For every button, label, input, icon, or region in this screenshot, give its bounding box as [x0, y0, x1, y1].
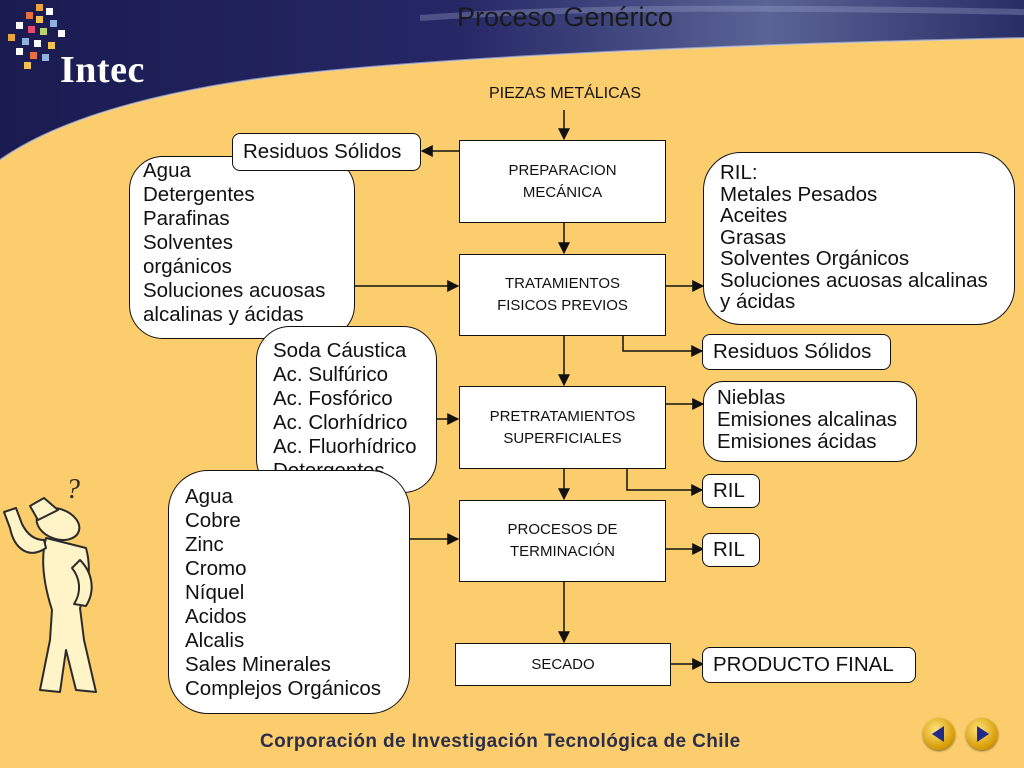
output-ril: RIL	[702, 474, 760, 508]
output-ril: RIL	[702, 533, 760, 567]
step-tratamientos-fisicos: TRATAMIENTOS FISICOS PREVIOS	[459, 254, 666, 336]
step-preparacion-mecanica: PREPARACION MECÁNICA	[459, 140, 666, 223]
step-label-line: SUPERFICIALES	[503, 429, 622, 447]
output-emisiones: Nieblas Emisiones alcalinas Emisiones ác…	[703, 381, 917, 462]
step-label-line: MECÁNICA	[522, 183, 603, 201]
inputs-pretratamiento: Soda Cáustica Ac. Sulfúrico Ac. Fosfóric…	[256, 326, 437, 493]
triangle-right-icon	[977, 726, 989, 742]
step-label-line: TERMINACIÓN	[510, 543, 615, 560]
step-label-line: PROCESOS DE	[507, 521, 618, 538]
thinking-figure-icon	[3, 497, 97, 693]
step-label-line: PRETRATAMIENTOS	[489, 407, 636, 425]
step-procesos-terminacion: PROCESOS DE TERMINACIÓN	[459, 500, 666, 582]
inputs-limpieza: Agua Detergentes Parafinas Solventes org…	[129, 156, 355, 339]
step-label-line: SECADO	[531, 655, 595, 673]
intec-logo-text: Intec	[60, 49, 145, 91]
footer-organization: Corporación de Investigación Tecnológica…	[260, 731, 741, 752]
page-title: Proceso Genérico	[456, 2, 674, 32]
input-label: PIEZAS METÁLICAS	[488, 85, 642, 102]
step-label-line: FISICOS PREVIOS	[497, 297, 628, 314]
step-label-line: TRATAMIENTOS	[504, 275, 620, 292]
inputs-terminacion: Agua Cobre Zinc Cromo Níquel Acidos Alca…	[168, 470, 410, 714]
step-secado: SECADO	[455, 643, 671, 686]
output-residuos-solidos: Residuos Sólidos	[232, 133, 421, 171]
output-residuos-solidos: Residuos Sólidos	[702, 334, 891, 370]
output-producto-final: PRODUCTO FINAL	[702, 647, 916, 683]
header-band	[0, 0, 1024, 160]
output-ril-detalle: RIL: Metales Pesados Aceites Grasas Solv…	[703, 152, 1015, 325]
intec-logo-mark	[8, 4, 65, 69]
next-slide-button[interactable]	[966, 718, 998, 750]
question-mark-icon: ?	[66, 474, 80, 505]
step-pretratamientos: PRETRATAMIENTOS SUPERFICIALES	[459, 386, 666, 469]
step-label-line: PREPARACION	[508, 161, 617, 179]
triangle-left-icon	[932, 726, 944, 742]
prev-slide-button[interactable]	[923, 718, 955, 750]
